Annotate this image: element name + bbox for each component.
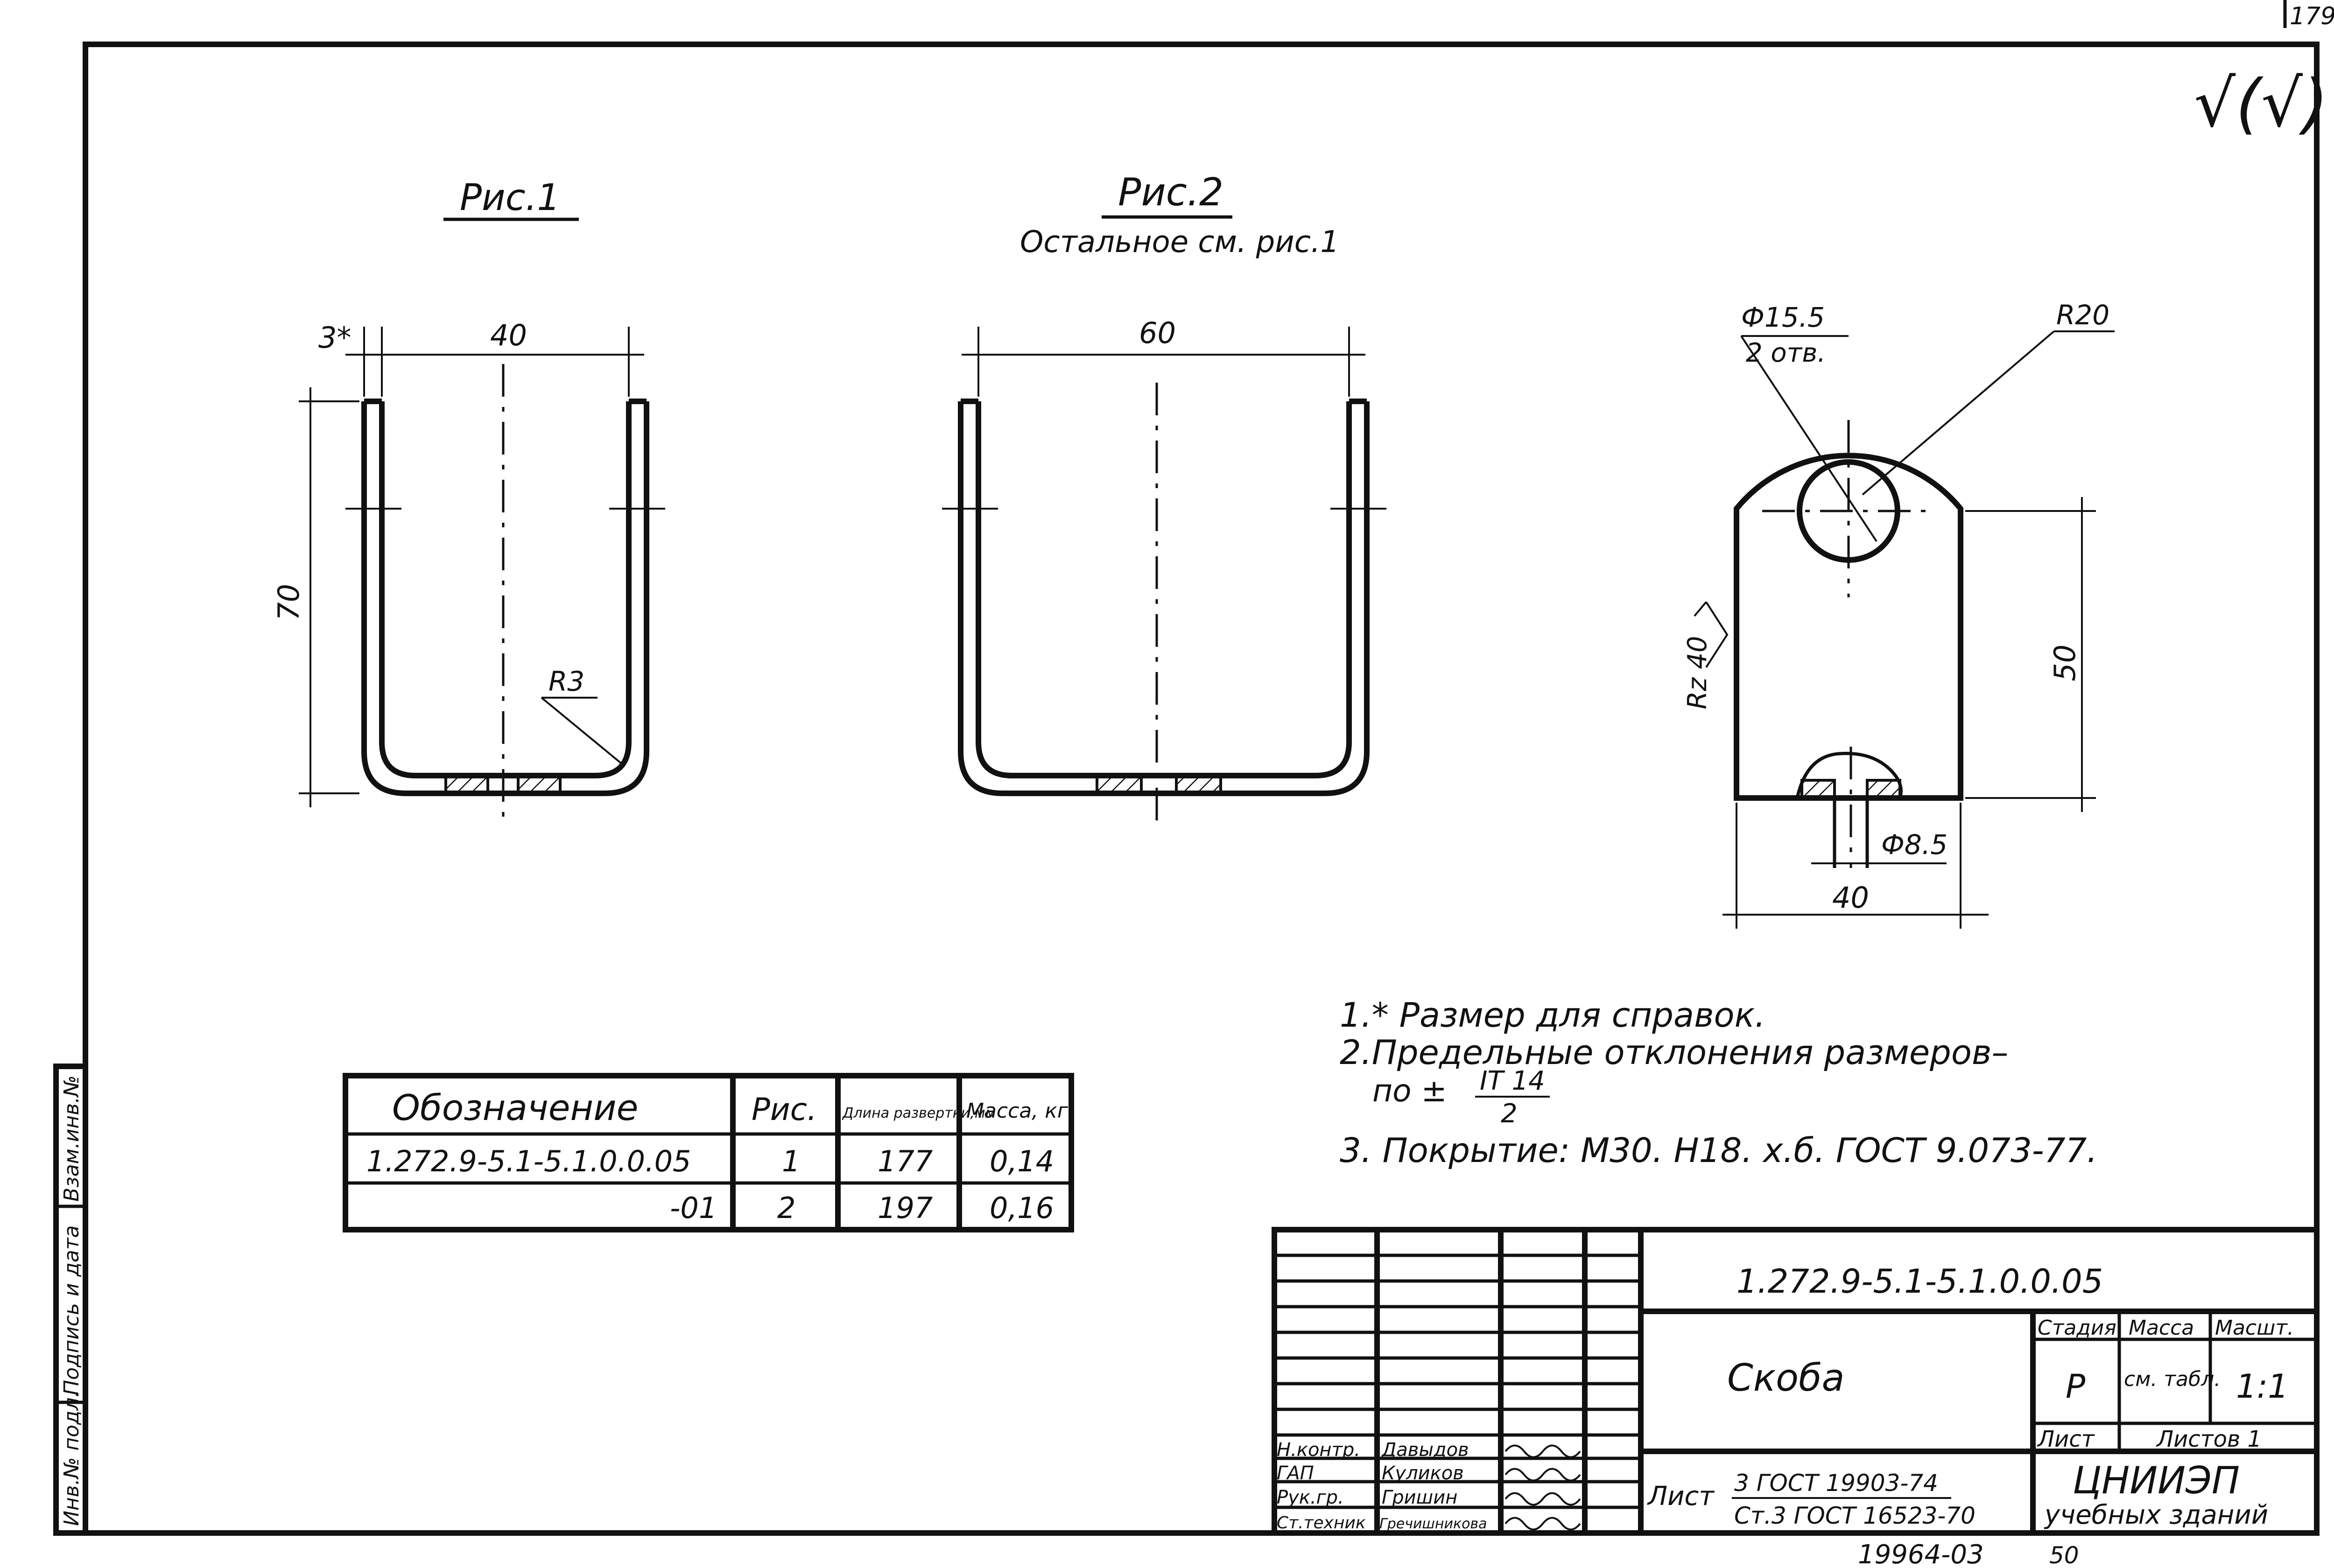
stamp-inv-number: Инв.№ подл. bbox=[60, 1391, 84, 1526]
tb-material-top: 3 ГОСТ 19903-74 bbox=[1734, 1470, 1938, 1497]
tb-name-3: Гришин bbox=[1382, 1487, 1457, 1508]
side-radius-leader bbox=[1862, 330, 2055, 496]
tb-role-4: Ст.техник bbox=[1277, 1513, 1366, 1533]
fig1-dim-thickness: 3* bbox=[318, 321, 351, 355]
fig2-weld-right bbox=[1175, 774, 1222, 795]
side-outline bbox=[1734, 453, 1963, 801]
fig1-dim-radius: R3 bbox=[548, 665, 584, 697]
spec-row2-designation: -01 bbox=[670, 1191, 717, 1225]
note-2-fraction-num: IT 14 bbox=[1480, 1066, 1545, 1096]
roughness-mark: √(√) bbox=[2194, 66, 2328, 142]
tb-material-bottom: Ст.3 ГОСТ 16523-70 bbox=[1734, 1502, 1975, 1529]
spec-row2-figure: 2 bbox=[777, 1191, 795, 1225]
spec-header-mass: Масса, кг bbox=[966, 1099, 1069, 1123]
note-3: 3. Покрытие: М30. Н18. х.б. ГОСТ 9.073-7… bbox=[1340, 1131, 2097, 1170]
side-hole-dia: Ф15.5 bbox=[1741, 301, 1825, 333]
tb-stage: Р bbox=[2066, 1367, 2086, 1406]
side-bottom-hole: Ф8.5 bbox=[1881, 829, 1947, 861]
tb-org-name: ЦНИИЭП bbox=[2073, 1459, 2240, 1502]
tb-name-1: Давыдов bbox=[1381, 1439, 1469, 1461]
fig1-weld-left bbox=[444, 774, 489, 795]
side-radius: R20 bbox=[2056, 299, 2109, 331]
side-hole-count: 2 отв. bbox=[1746, 338, 1826, 368]
figure-1: Рис.1 40 3* 70 R3 bbox=[272, 177, 665, 821]
note-2: 2.Предельные отклонения размеров– bbox=[1340, 1033, 2008, 1072]
spec-row1-figure: 1 bbox=[782, 1144, 800, 1178]
tb-part-name: Скоба bbox=[1727, 1356, 1844, 1400]
tb-scale: 1:1 bbox=[2236, 1367, 2289, 1406]
signature-1 bbox=[1504, 1444, 1581, 1458]
tb-sheet-label: Лист bbox=[2037, 1426, 2095, 1452]
fig2-title: Рис.2 bbox=[1118, 170, 1223, 215]
fig1-radius-leader bbox=[541, 697, 622, 764]
signature-2 bbox=[1504, 1468, 1581, 1482]
spec-header-designation: Обозначение bbox=[392, 1087, 638, 1128]
fig1-bracket-inner bbox=[379, 401, 632, 778]
signature-4 bbox=[1504, 1517, 1581, 1531]
tb-name-2: Куликов bbox=[1382, 1463, 1464, 1484]
tb-col-mass: Масса bbox=[2129, 1316, 2194, 1340]
footer-page: 50 bbox=[2049, 1542, 2079, 1568]
figure-2: Рис.2 Остальное см. рис.1 60 bbox=[942, 170, 1386, 821]
stamp-signature-date: Подпись и дата bbox=[60, 1225, 84, 1395]
spec-row1-mass: 0,14 bbox=[990, 1144, 1054, 1178]
tb-mass: см. табл. bbox=[2124, 1367, 2221, 1391]
fig2-weld-left bbox=[1096, 774, 1143, 795]
side-weld-right bbox=[1866, 779, 1901, 799]
tb-org-sub: учебных зданий bbox=[2044, 1500, 2268, 1530]
note-2-fraction-den: 2 bbox=[1501, 1099, 1518, 1129]
tb-col-stage: Стадия bbox=[2038, 1316, 2116, 1340]
spec-header-figure: Рис. bbox=[752, 1092, 817, 1127]
spec-row1-length: 177 bbox=[878, 1144, 933, 1178]
fig1-bracket-outer bbox=[361, 401, 649, 796]
spec-row2-mass: 0,16 bbox=[990, 1191, 1054, 1225]
side-hole-leader bbox=[1740, 335, 1877, 542]
title-block: 1.272.9-5.1-5.1.0.0.05 Скоба Стадия Масс… bbox=[1272, 1227, 2320, 1536]
tb-sheets-label: Листов 1 bbox=[2156, 1426, 2262, 1452]
tb-material-label: Лист bbox=[1647, 1481, 1715, 1512]
tb-role-3: Рук.гр. bbox=[1277, 1487, 1344, 1508]
fig2-dim-width: 60 bbox=[1139, 316, 1176, 350]
signature-3 bbox=[1504, 1492, 1581, 1506]
roughness-symbol bbox=[1694, 601, 1729, 668]
side-roughness: Rz 40 bbox=[1682, 636, 1713, 709]
notes: 1.* Размер для справок. 2.Предельные отк… bbox=[1340, 995, 2097, 1170]
side-width: 40 bbox=[1832, 881, 1869, 915]
sheet-frame bbox=[83, 42, 2320, 1536]
footer-code: 19964-03 bbox=[1858, 1540, 1984, 1568]
side-stamp: Инв.№ подл. Подпись и дата Взам.инв.№ bbox=[53, 1064, 88, 1536]
spec-row2-length: 197 bbox=[878, 1191, 933, 1225]
fig1-title: Рис.1 bbox=[460, 177, 560, 219]
spec-row1-designation: 1.272.9-5.1-5.1.0.0.05 bbox=[366, 1144, 691, 1178]
side-weld-left bbox=[1800, 779, 1836, 799]
side-height: 50 bbox=[2048, 644, 2082, 681]
spec-table: Обозначение Рис. Длина развертки,мм Масс… bbox=[343, 1073, 1074, 1232]
fig2-subtitle: Остальное см. рис.1 bbox=[1020, 225, 1339, 259]
fig1-dim-width: 40 bbox=[490, 318, 527, 352]
note-1: 1.* Размер для справок. bbox=[1340, 995, 1765, 1035]
fig1-dim-height: 70 bbox=[272, 584, 306, 621]
tb-role-2: ГАП bbox=[1277, 1463, 1314, 1484]
fig1-weld-right bbox=[517, 774, 562, 795]
tb-name-4: Гречишникова bbox=[1379, 1516, 1487, 1532]
fig2-bracket-inner bbox=[976, 401, 1352, 778]
side-view: Ф15.5 2 отв. R20 50 Rz 40 Ф8.5 40 bbox=[1682, 299, 2115, 929]
tb-role-1: Н.контр. bbox=[1277, 1439, 1360, 1461]
tb-col-scale: Масшт. bbox=[2215, 1316, 2294, 1340]
fig2-bracket-outer bbox=[958, 401, 1370, 796]
tb-doc-code: 1.272.9-5.1-5.1.0.0.05 bbox=[1736, 1262, 2103, 1301]
stamp-replaced-inv: Взам.инв.№ bbox=[60, 1075, 84, 1202]
spec-header-length: Длина развертки,мм bbox=[842, 1105, 996, 1121]
sheet-number: 179 bbox=[2290, 2, 2334, 30]
note-2-prefix: по ± bbox=[1372, 1073, 1447, 1109]
